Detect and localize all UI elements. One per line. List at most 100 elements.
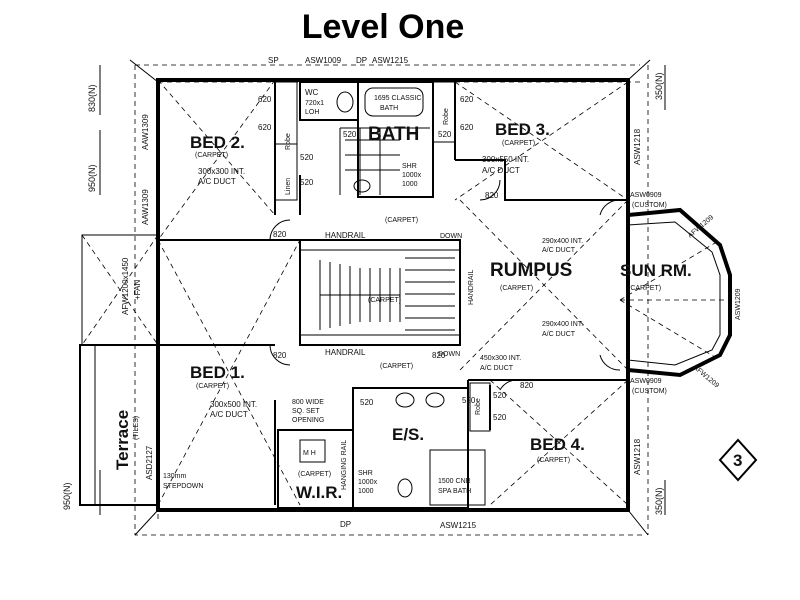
sp-label: SP	[268, 56, 279, 65]
bed3-duct2: A/C DUCT	[482, 166, 520, 175]
rumpus-duct-b: 290x400 INT.	[542, 321, 583, 328]
wc-name: WC	[305, 88, 319, 97]
dim-620-c: 620	[460, 95, 474, 104]
sunroom-bay	[627, 207, 732, 378]
rumpus-duct-a2: A/C DUCT	[542, 247, 576, 254]
bed1-duct2: A/C DUCT	[210, 410, 248, 419]
es-shr-dim: 1000x	[358, 479, 378, 486]
dim-620-d: 620	[460, 123, 474, 132]
custom-b: (CUSTOM)	[632, 388, 667, 395]
asd2127: ASD2127	[145, 445, 154, 480]
sunrm-floor: (CARPET)	[628, 285, 661, 292]
rumpus-duct-a: 290x400 INT.	[542, 238, 583, 245]
down-top: DOWN	[440, 233, 462, 240]
bed2-duct2: A/C DUCT	[198, 177, 236, 186]
wc-dim: 720x1	[305, 100, 324, 107]
hall-duct2: A/C DUCT	[480, 365, 514, 372]
es-name: E/S.	[392, 425, 424, 444]
spa-label2: SPA BATH	[438, 488, 471, 495]
section-marker-label: 3	[733, 451, 742, 470]
shr-dim2: 1000	[402, 181, 418, 188]
bed2-name: BED 2.	[190, 133, 245, 152]
bed3-name: BED 3.	[495, 120, 550, 139]
dim-820-a: 820	[273, 230, 287, 239]
asw-bottom: ASW1215	[440, 521, 477, 530]
down-bottom: DOWN	[438, 351, 460, 358]
terrace-floor: (TILES)	[133, 416, 140, 440]
dim-520-a: 520	[300, 153, 314, 162]
manhole: M H	[303, 450, 316, 457]
bed1-name: BED 1.	[190, 363, 245, 382]
dim-520-d: 520	[438, 130, 452, 139]
dim-520-b: 520	[300, 178, 314, 187]
dim-950-b: 950(N)	[62, 482, 72, 510]
spa-label: 1500 CNR	[438, 478, 471, 485]
shr-label: SHR	[402, 163, 417, 170]
carpet-stair: (CARPET)	[368, 297, 401, 304]
aaw1309-b: AAW1309	[141, 189, 150, 225]
robe-label-b: Robe	[443, 108, 450, 125]
dim-820-c: 820	[432, 351, 446, 360]
carpet-landing: (CARPET)	[380, 363, 413, 370]
section-marker	[718, 438, 758, 482]
bed4-floor: (CARPET)	[537, 457, 570, 464]
dim-830: 830(N)	[87, 84, 97, 112]
stepdown2: STEPDOWN	[163, 483, 203, 490]
bed1-walls	[158, 344, 276, 505]
stepdown: 130mm	[163, 473, 187, 480]
afw1209-b: AFW1209	[692, 364, 720, 389]
dim-820-b: 820	[273, 351, 287, 360]
carpet-hall: (CARPET)	[385, 217, 418, 224]
dim-350-b: 350(N)	[654, 487, 664, 515]
sq-set3: OPENING	[292, 417, 324, 424]
classic-bath2: BATH	[380, 105, 398, 112]
rumpus-name: RUMPUS	[490, 260, 572, 281]
handrail-top: HANDRAIL	[325, 231, 366, 240]
es-shr-dim2: 1000	[358, 488, 374, 495]
bed3-walls	[454, 82, 628, 201]
aaw1309-a: AAW1309	[141, 114, 150, 150]
hanging-rail: HANGING RAIL	[341, 440, 348, 490]
wir-name: W.I.R.	[296, 483, 342, 502]
dim-620-a: 620	[258, 95, 272, 104]
robe-label-a: Robe	[285, 133, 292, 150]
bed2-duct: 300x300 INT.	[198, 167, 245, 176]
sunrm-name: SUN RM.	[620, 261, 692, 280]
bed4-name: BED 4.	[530, 435, 585, 454]
wc-dim2: LOH	[305, 109, 319, 116]
dp-bottom: DP	[340, 520, 351, 529]
bed1-floor: (CARPET)	[196, 383, 229, 390]
linen-label: Linen	[285, 178, 292, 195]
asw1218-b: ASW1218	[633, 438, 642, 475]
bed2-floor: (CARPET)	[195, 152, 228, 159]
bed1-duct: 300x500 INT.	[210, 400, 257, 409]
asw-top: ASW1009	[305, 56, 342, 65]
dim-820-d: 820	[520, 381, 534, 390]
page-title: Level One	[301, 8, 465, 46]
dim-520-e: 520	[493, 391, 507, 400]
shr-dim: 1000x	[402, 172, 422, 179]
bed3-duct: 300x550 INT.	[482, 155, 529, 164]
dim-520-f: 520	[493, 413, 507, 422]
dim-520-g: 520	[360, 398, 374, 407]
handrail-bottom: HANDRAIL	[325, 348, 366, 357]
classic-bath: 1695 CLASSIC	[374, 95, 421, 102]
dim-820-e: 820	[485, 191, 499, 200]
rumpus-duct-b2: A/C DUCT	[542, 331, 576, 338]
afw1209-a: AFW1209	[687, 214, 715, 239]
bath-name: BATH	[368, 124, 419, 145]
sq-set2: SQ. SET	[292, 408, 320, 415]
dim-350-a: 350(N)	[654, 72, 664, 100]
asw0909-a: ASW0909	[630, 192, 662, 199]
rumpus-floor: (CARPET)	[500, 285, 533, 292]
bed3-floor: (CARPET)	[502, 140, 535, 147]
handrail-side: HANDRAIL	[468, 269, 475, 305]
fan-label: +FAN	[133, 280, 142, 300]
sq-set: 800 WIDE	[292, 399, 324, 406]
asw1209: ASW1209	[735, 288, 742, 320]
asw1218-a: ASW1218	[633, 128, 642, 165]
dim-620-b: 620	[258, 123, 272, 132]
hall-duct: 450x300 INT.	[480, 355, 521, 362]
